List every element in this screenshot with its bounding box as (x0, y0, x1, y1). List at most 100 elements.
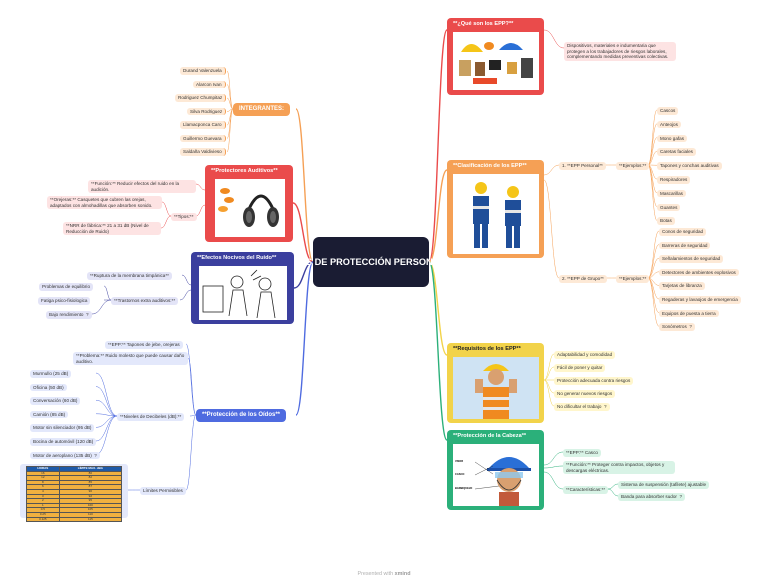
protectores-tipos[interactable]: **Tipos:** (171, 213, 197, 221)
card-que-son-epp[interactable]: **¿Qué son los EPP?** (447, 18, 544, 95)
topic-proteccion-oidos[interactable]: **Protección de los Oídos** (196, 409, 287, 423)
oidos-limites[interactable]: Límites Permisibles (140, 487, 186, 495)
connector-line (647, 271, 660, 279)
member-item[interactable]: Saldaña Valdivieso (180, 148, 226, 156)
trastorno-fatiga[interactable]: Fatiga psico-fisiologica (38, 297, 91, 305)
personal-ejemplo-item[interactable]: Anteojos (657, 120, 681, 129)
cabeza-caracteristicas[interactable]: **Características:** (563, 486, 609, 494)
connector-line (187, 357, 197, 416)
card-efectos-nocivos[interactable]: **Efectos Nocivos del Ruido** (191, 252, 294, 324)
helmet-illustration (453, 444, 539, 506)
nivel-decibel-item[interactable]: Bocina de automóvil (120 dB) (30, 438, 97, 446)
nivel-decibel-item[interactable]: Motor de aeroplano (135 dB) ? (30, 451, 100, 460)
tipo-orejeras[interactable]: **Orejeras:** Casquetes que cubren las o… (47, 196, 162, 209)
table-cell: 0.125 (26, 516, 60, 523)
connector-line (185, 343, 197, 416)
grupo-ejemplo-item[interactable]: Barreras de seguridad (659, 241, 711, 250)
card-proteccion-cabeza[interactable]: **Protección de la Cabeza** VISOR CASCO … (447, 430, 544, 510)
cabeza-funcion[interactable]: **Función:** Proteger contra impactos, o… (563, 461, 675, 474)
clasificacion-grupo[interactable]: 2. **EPP de Grupo** (559, 275, 607, 283)
epp-equipment-illustration (453, 32, 539, 90)
requisito-item[interactable]: No dificultar el trabajo ? (554, 403, 610, 411)
trastorno-rendimiento[interactable]: Bajo rendimiento ? (46, 311, 92, 319)
efecto-ruptura[interactable]: **Ruptura de la membrana timpánica** (87, 272, 172, 280)
requisito-item[interactable]: Protección adecuada contra riesgos (554, 377, 634, 385)
nivel-decibel-item[interactable]: Conversación (60 dB) (30, 397, 81, 405)
more-indicator[interactable]: ? (91, 452, 97, 458)
connector-line (543, 179, 560, 279)
caracteristica-banda[interactable]: Banda para absorber sudor ? (618, 493, 686, 501)
personal-ejemplo-item[interactable]: Caretas faciales (657, 148, 696, 156)
que-son-descripcion[interactable]: Dispositivos, materiales e indumentaria … (564, 42, 676, 61)
grupo-ejemplo-item[interactable]: Señalamientos de seguridad (659, 255, 724, 263)
member-item[interactable]: Llamacponca Caro (180, 121, 226, 129)
grupo-ejemplos[interactable]: **Ejemplos:** (616, 275, 650, 283)
nivel-decibel-item[interactable]: Motor sin silenciador (95 dB) (30, 424, 95, 432)
grupo-ejemplo-item[interactable]: Regaderas y lavaojos de emergencia (659, 296, 741, 304)
oidos-problema[interactable]: **Problema:** Ruido molesto que puede ca… (73, 352, 188, 365)
oidos-niveles[interactable]: **Niveles de Decibeles (dB):** (117, 413, 185, 421)
more-indicator[interactable]: ? (601, 404, 607, 409)
worker-requirements-illustration (453, 357, 539, 419)
member-item[interactable]: Guillermo Guevara (180, 134, 226, 142)
more-indicator[interactable]: ? (679, 494, 683, 499)
member-item[interactable]: Rodriguez Chumpitaz (175, 94, 227, 102)
grupo-ejemplo-item[interactable]: Conos de seguridad (659, 228, 707, 236)
tag-barbiquejo: BARBIQUEJO (455, 487, 473, 490)
member-item[interactable]: Durand Valenzuela (180, 67, 226, 75)
cabeza-epp[interactable]: **EPP:** Casco (563, 449, 601, 457)
topic-integrantes[interactable]: INTEGRANTES: (233, 103, 290, 117)
requisito-item[interactable]: No generar nuevos riesgos (554, 390, 616, 398)
connector-line (543, 465, 564, 469)
connector-line (181, 274, 192, 286)
connector-line (226, 108, 234, 153)
connector-line (647, 164, 658, 194)
personal-ejemplo-item[interactable]: Respiradores (657, 176, 691, 184)
requisito-item[interactable]: Fácil de poner y quitar (554, 364, 606, 372)
card-clasificacion[interactable]: **Clasificación de los EPP** (447, 160, 544, 258)
central-topic[interactable]: **EQUIPOS DE PROTECCIÓN PERSONAL (EPP)** (263, 237, 479, 287)
personal-ejemplo-item[interactable]: Botas (657, 217, 675, 225)
nivel-decibel-item[interactable]: Camión (85 dB) (30, 410, 69, 419)
oidos-epp[interactable]: **EPP:** Tapones de jebe, orejeras (105, 341, 183, 349)
connector-line (647, 257, 660, 279)
connector-line (543, 471, 564, 490)
efecto-trastornos[interactable]: **Trastornos extra auditivos:** (111, 297, 179, 305)
member-item[interactable]: Silva Rodriguez (187, 107, 227, 115)
grupo-ejemplo-item[interactable]: Equipos de puesta a tierra (659, 309, 719, 318)
nivel-decibel-item[interactable]: Murmullo (25 dB) (30, 370, 72, 378)
personal-ejemplo-item[interactable]: Mono gafas (657, 134, 688, 143)
tipo-nrr[interactable]: **NRR de fábrica:** 21 a 31 dB (Nivel de… (63, 222, 161, 235)
member-item[interactable]: Alarcon Ivan (193, 80, 226, 88)
connector-line (543, 379, 555, 407)
more-indicator[interactable]: ? (86, 312, 89, 317)
grupo-ejemplo-item[interactable]: Detectores de ambientes explosivos (659, 268, 739, 277)
grupo-ejemplo-item[interactable]: Tarjetas de libranza (659, 282, 705, 290)
connector-line (607, 483, 619, 490)
earmuffs-illustration (215, 179, 285, 237)
personal-ejemplo-item[interactable]: Tapones y conchas auditivas (657, 162, 722, 170)
requisito-item[interactable]: Adaptabilidad y comodidad (554, 351, 616, 359)
personal-ejemplos[interactable]: **Ejemplos:** (616, 162, 650, 170)
personal-ejemplo-item[interactable]: Guantes (657, 203, 681, 212)
nivel-decibel-item[interactable]: Oficina (50 dB) (30, 383, 67, 392)
caracteristica-suspension[interactable]: Sistema de suspensión (tafilete) ajustab… (618, 481, 710, 489)
grupo-ejemplo-item[interactable]: Sonómetros ? (659, 323, 695, 331)
personal-ejemplo-item[interactable]: Cascos (657, 107, 679, 115)
connector-line (647, 164, 658, 221)
connector-line (543, 353, 555, 381)
more-indicator[interactable]: ? (686, 324, 692, 330)
trastorno-equilibrio[interactable]: Problemas de equilibrio (39, 283, 94, 291)
protectores-funcion[interactable]: **Función:** Reducir efectos del ruido e… (88, 180, 196, 193)
connector-line (189, 414, 197, 417)
connector-line (428, 29, 448, 263)
card-requisitos[interactable]: **Requisitos de los EPP** (447, 343, 544, 423)
connector-line (185, 414, 197, 491)
clasificacion-personal[interactable]: 1. **EPP Personal** (559, 162, 606, 170)
tag-visor: VISOR (455, 460, 464, 463)
footer-brand: Presented with xmind (357, 571, 411, 577)
connector-line (226, 70, 234, 110)
personal-ejemplo-item[interactable]: Mascarillas (657, 189, 686, 198)
card-protectores-auditivos[interactable]: **Protectores Auditivos** (205, 165, 293, 242)
